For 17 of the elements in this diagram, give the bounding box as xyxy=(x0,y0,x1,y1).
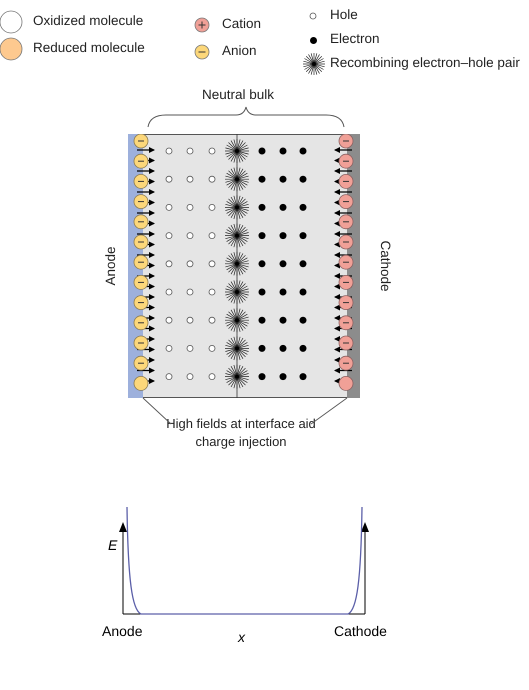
electrode-label: Cathode xyxy=(377,239,394,294)
axis-label: Cathode xyxy=(334,624,387,638)
axis-label: x xyxy=(238,630,245,644)
legend-label: Hole xyxy=(330,8,358,22)
legend-label: Reduced molecule xyxy=(33,41,145,54)
leader-line xyxy=(310,398,348,424)
legend-label: Electron xyxy=(330,32,380,46)
axis-label: Anode xyxy=(102,624,142,638)
axis-label: E xyxy=(108,538,118,552)
electrode-label: Anode xyxy=(102,245,119,288)
legend-label: Cation xyxy=(222,17,262,30)
leader-line xyxy=(142,398,172,424)
bracket-label: Neutral bulk xyxy=(202,88,274,102)
annotation-text: High fields at interface aid charge injection xyxy=(166,413,316,453)
legend-label: Anion xyxy=(222,44,257,58)
legend-label: Oxidized molecule xyxy=(33,14,144,28)
legend-label: Recombining electron–hole pair xyxy=(330,56,520,70)
